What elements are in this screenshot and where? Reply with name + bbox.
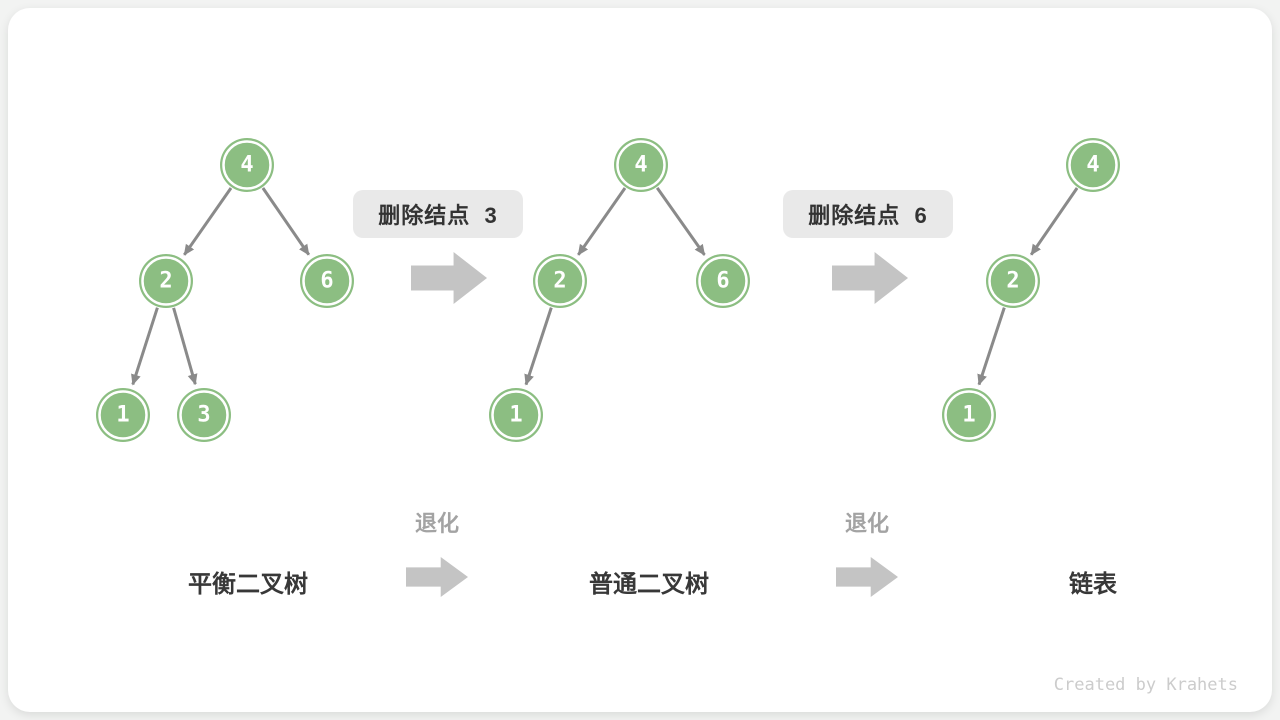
tree-edge — [655, 187, 706, 256]
stage-label-linked-list: 链表 — [1069, 571, 1117, 598]
tree-edge — [1029, 187, 1079, 256]
tree-node-value: 4 — [240, 153, 253, 178]
tree-edge — [524, 307, 553, 386]
tree-node-value: 4 — [1086, 153, 1099, 178]
tree-node-value: 6 — [320, 269, 333, 294]
tree-node: 4 — [1066, 138, 1120, 192]
tree-edge — [577, 187, 627, 256]
tree-edge — [131, 307, 159, 386]
tree-node: 4 — [614, 138, 668, 192]
delete-node-6-label: 删除结点 6 — [783, 190, 953, 238]
tree-node: 1 — [942, 388, 996, 442]
tree-node: 1 — [96, 388, 150, 442]
stage-label-balanced-binary-tree: 平衡二叉树 — [188, 571, 308, 598]
tree-edge — [977, 307, 1006, 386]
tree-node: 2 — [533, 254, 587, 308]
tree-node: 1 — [489, 388, 543, 442]
tree-node-value: 6 — [716, 269, 729, 294]
degenerate-label: 退化 — [414, 511, 460, 536]
linked-list-tree: 4 2 1 — [942, 138, 1120, 442]
degenerate-label: 退化 — [844, 511, 890, 536]
tree-node-value: 4 — [634, 153, 647, 178]
tree-edge — [261, 187, 311, 256]
stage-label-ordinary-binary-tree: 普通二叉树 — [589, 571, 709, 598]
tree-node-value: 1 — [116, 403, 129, 428]
tree-node: 2 — [139, 254, 193, 308]
tree-node: 6 — [696, 254, 750, 308]
canvas-card — [8, 8, 1272, 712]
credit-text: Created by Krahets — [1053, 675, 1238, 695]
tree-node: 6 — [300, 254, 354, 308]
tree-node-value: 1 — [962, 403, 975, 428]
tree-node-value: 1 — [509, 403, 522, 428]
tree-node: 3 — [177, 388, 231, 442]
tree-node-value: 2 — [1006, 269, 1019, 294]
tree-node-value: 2 — [159, 269, 172, 294]
ordinary-binary-tree: 4 2 6 1 — [489, 138, 750, 442]
delete-node-3-label: 删除结点 3 — [353, 190, 523, 238]
balanced-binary-tree: 4 2 6 1 3 — [96, 138, 354, 442]
tree-node-value: 2 — [553, 269, 566, 294]
tree-edge — [183, 187, 233, 256]
tree-edge — [172, 307, 198, 386]
tree-node: 2 — [986, 254, 1040, 308]
tree-node-value: 3 — [197, 403, 210, 428]
tree-node: 4 — [220, 138, 274, 192]
